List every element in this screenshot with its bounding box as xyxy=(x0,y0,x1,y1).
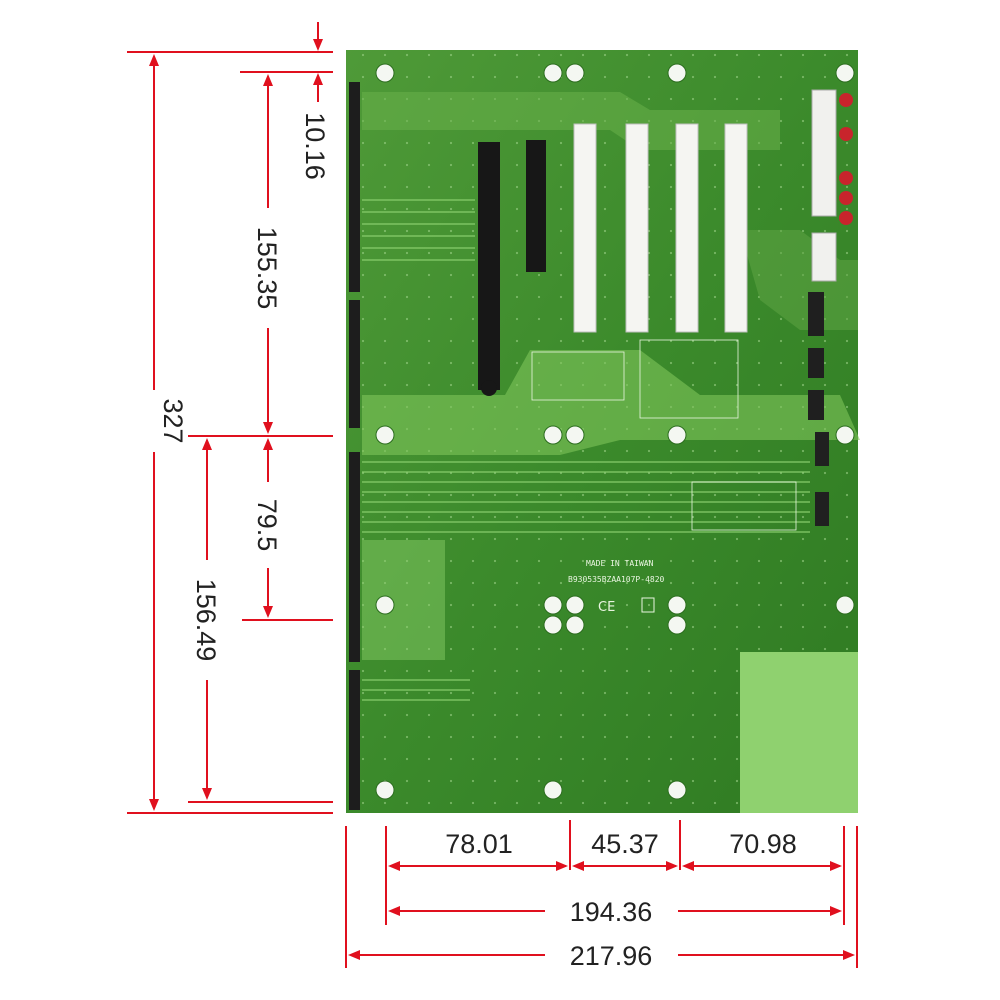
mount-hole xyxy=(835,425,855,445)
atx-power-connector xyxy=(811,89,837,217)
mount-hole xyxy=(375,425,395,445)
edge-connector-4 xyxy=(349,670,360,810)
pin-header xyxy=(808,390,824,420)
mount-hole xyxy=(835,595,855,615)
pin-header xyxy=(808,292,824,336)
mount-hole xyxy=(543,780,563,800)
mount-hole xyxy=(667,595,687,615)
ce-mark: CE xyxy=(598,600,615,615)
red-capacitor xyxy=(839,191,853,205)
mount-hole xyxy=(835,63,855,83)
mount-hole xyxy=(667,780,687,800)
edge-connector-3 xyxy=(349,452,360,662)
dim-total-width: 217.96 xyxy=(570,941,653,971)
mount-hole xyxy=(565,595,585,615)
mount-hole xyxy=(565,425,585,445)
red-capacitor xyxy=(839,127,853,141)
pci-slot-2 xyxy=(625,123,649,333)
atx-power-table xyxy=(639,339,739,419)
mount-hole xyxy=(375,780,395,800)
pci-routing-table xyxy=(531,351,625,401)
pcie-x4-slot xyxy=(526,140,546,272)
edge-connector-2 xyxy=(349,300,360,428)
dim-total-height: 327 xyxy=(158,398,188,443)
dim-mid-section: 79.5 xyxy=(252,499,282,552)
dim-top-offset: 10.16 xyxy=(300,112,330,180)
red-capacitor xyxy=(839,211,853,225)
board-cutout xyxy=(740,652,858,813)
pcie-slot-latch xyxy=(481,380,497,396)
mount-hole xyxy=(565,615,585,635)
pcie-slots xyxy=(478,140,546,396)
dim-lower-section: 156.49 xyxy=(191,579,221,662)
silkscreen-tables xyxy=(531,339,797,531)
pci-slot-3 xyxy=(675,123,699,333)
dim-inner-width: 194.36 xyxy=(570,897,653,927)
bus-traces xyxy=(362,199,810,701)
dim-mid-span: 45.37 xyxy=(591,829,659,859)
trace-region-lower xyxy=(362,540,445,660)
mount-hole xyxy=(667,425,687,445)
trace-region-main xyxy=(362,350,860,455)
mount-hole xyxy=(375,63,395,83)
mount-hole xyxy=(543,63,563,83)
mount-hole xyxy=(375,595,395,615)
made-in-label: MADE IN TAIWAN xyxy=(586,559,654,568)
weee-bin-icon xyxy=(641,597,655,613)
pcb-board: MADE IN TAIWAN B930535BZAA107P-4820 CE xyxy=(346,50,860,813)
edge-connectors xyxy=(349,82,360,810)
pcie-x16-slot xyxy=(478,142,500,390)
dim-upper-section: 155.35 xyxy=(252,227,282,310)
dim-right-span: 70.98 xyxy=(729,829,797,859)
pci-slot-1 xyxy=(573,123,597,333)
dimension-annotations: 327 10.16 155.35 79.5 156.49 78.01 xyxy=(127,22,858,971)
sata-connector-2 xyxy=(815,492,829,526)
edge-connector-1 xyxy=(349,82,360,292)
pci-slot-4 xyxy=(724,123,748,333)
pin-header xyxy=(808,348,824,378)
red-capacitor xyxy=(839,171,853,185)
mount-hole xyxy=(565,63,585,83)
mount-hole xyxy=(543,595,563,615)
mount-hole xyxy=(543,425,563,445)
red-capacitor xyxy=(839,93,853,107)
mount-hole xyxy=(667,63,687,83)
mounting-holes xyxy=(375,63,855,813)
power-connectors xyxy=(811,89,853,282)
pin-headers xyxy=(808,292,829,526)
part-number-label: B930535BZAA107P-4820 xyxy=(568,575,665,584)
pci-slots xyxy=(573,123,748,333)
usb-definition-table xyxy=(691,481,797,531)
dim-left-span: 78.01 xyxy=(445,829,513,859)
aux-power-connector xyxy=(811,232,837,282)
sata-connector-1 xyxy=(815,432,829,466)
mount-hole xyxy=(543,615,563,635)
mount-hole xyxy=(667,615,687,635)
